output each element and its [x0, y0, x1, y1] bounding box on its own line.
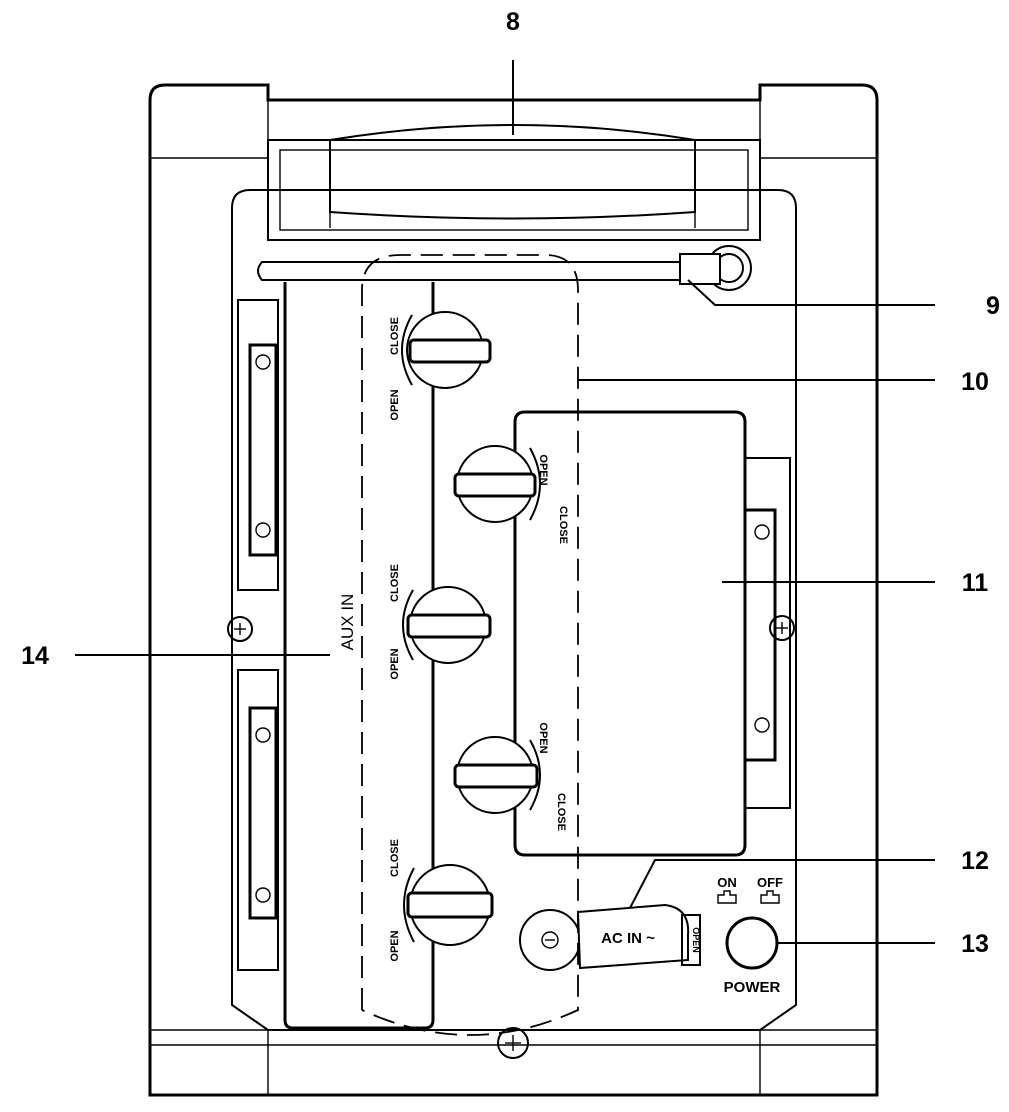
ac-in-open-label: OPEN [691, 927, 701, 953]
twist-lock-1[interactable] [401, 311, 492, 389]
twist-lock-5[interactable] [403, 864, 494, 946]
ac-in-label: AC IN ~ [601, 930, 655, 947]
antenna [257, 245, 752, 291]
aux-in-label: AUX IN [338, 594, 357, 651]
open-label-5: OPEN [389, 930, 401, 961]
off-label: OFF [757, 875, 783, 890]
twist-lock-2[interactable] [453, 445, 541, 523]
callout-12: 12 [961, 847, 989, 875]
open-label-3: OPEN [389, 648, 401, 679]
carry-handle [267, 124, 761, 241]
on-symbol-icon [717, 890, 737, 904]
open-label-2: OPEN [537, 454, 549, 485]
close-label-1: CLOSE [389, 317, 401, 355]
on-label: ON [717, 875, 737, 890]
leader-12 [629, 859, 935, 909]
callout-8: 8 [506, 8, 520, 36]
twist-lock-3[interactable] [402, 586, 492, 664]
housing [148, 83, 879, 1097]
aux-panel [227, 282, 435, 1030]
close-label-3: CLOSE [389, 564, 401, 602]
callout-11: 11 [962, 569, 989, 597]
close-label-2: CLOSE [557, 506, 569, 544]
leader-9 [687, 279, 935, 306]
twist-lock-4[interactable] [453, 736, 541, 814]
close-label-5: CLOSE [389, 839, 401, 877]
off-symbol-icon [760, 890, 780, 904]
open-label-4: OPEN [537, 722, 549, 753]
close-label-4: CLOSE [555, 793, 567, 831]
callout-14: 14 [21, 642, 49, 670]
battery-cover [513, 410, 795, 857]
open-label-1: OPEN [389, 389, 401, 420]
ground-screw [497, 1027, 529, 1059]
callout-10: 10 [961, 368, 989, 396]
callout-9: 9 [986, 292, 1000, 320]
power-label: POWER [724, 979, 781, 996]
callout-13: 13 [961, 930, 989, 958]
removable-cover-outline [361, 254, 579, 1036]
ac-in-socket[interactable] [519, 903, 701, 971]
power-switch[interactable] [725, 916, 779, 970]
